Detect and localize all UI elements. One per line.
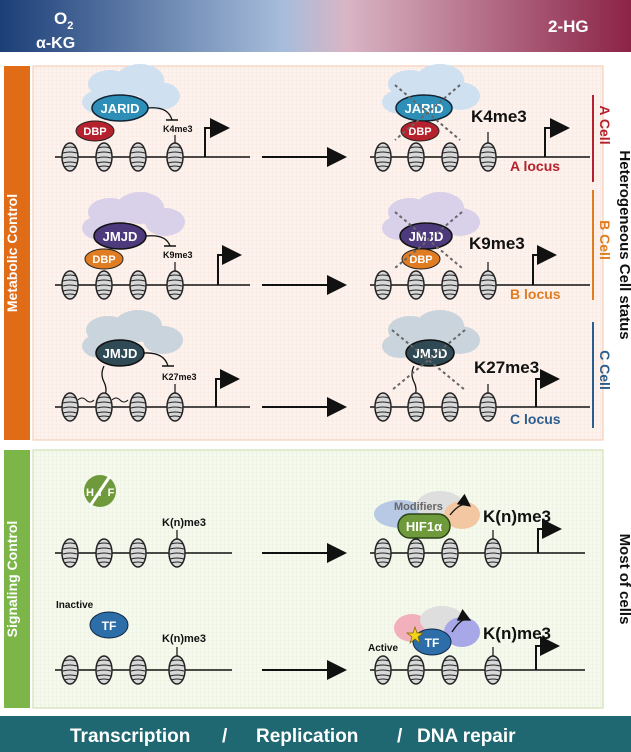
- dbp-label-right: DBP: [408, 126, 431, 138]
- inactive-label: Inactive: [56, 600, 94, 611]
- mark-small-b: K9me3: [163, 250, 193, 260]
- 2hg-label: 2-HG: [548, 17, 589, 36]
- mark-big-a: K4me3: [471, 107, 527, 126]
- cell-a: A Cell: [597, 105, 613, 144]
- mark-small-s1: K(n)me3: [162, 517, 206, 529]
- dbp-label-b: DBP: [92, 254, 115, 266]
- dbp-label-b-right: DBP: [409, 254, 432, 266]
- hif1a-label: HIF1α: [406, 519, 442, 534]
- mark-small-a: K4me3: [163, 124, 193, 134]
- metabolic-side-label: Metabolic Control: [4, 194, 20, 312]
- jmjd-label-right: JMJD: [409, 229, 444, 244]
- o2-label: O2: [54, 9, 73, 32]
- mark-big-c: K27me3: [474, 358, 539, 377]
- jmjd-label: JMJD: [103, 229, 138, 244]
- bottom-sep-2: /: [397, 726, 403, 747]
- signaling-background: [32, 449, 604, 709]
- gradient-bar: O2 α-KG 2-HG: [0, 0, 631, 52]
- bottom-item-transcription: Transcription: [70, 726, 190, 747]
- gradient-wedge: [0, 0, 631, 52]
- jmjd-label-c-right: JMJD: [413, 346, 448, 361]
- modifiers-label: Modifiers: [394, 501, 443, 513]
- heterogeneous-label: Heterogeneous Cell status: [616, 150, 631, 339]
- phospho-star-icon: [406, 625, 424, 645]
- hif-i: I: [98, 487, 101, 499]
- most-cells-label: Most of cells: [616, 534, 631, 625]
- row-b: JMJD DBP K9me3 JMJD DBP K9me3 B locus B …: [55, 190, 613, 302]
- mark-big-s1: K(n)me3: [483, 507, 551, 526]
- mark-small-c: K27me3: [162, 372, 197, 382]
- tf-label: TF: [102, 619, 117, 633]
- jarid-label: JARID: [100, 101, 139, 116]
- mark-big-s2: K(n)me3: [483, 624, 551, 643]
- tf-inactive: [89, 611, 129, 639]
- hif1a-active: [397, 513, 451, 539]
- tf-active-label: TF: [425, 636, 440, 650]
- row-c-left-cloud: [82, 310, 183, 358]
- inhibition-line: [147, 107, 173, 121]
- cell-c: C Cell: [597, 350, 613, 390]
- row-c: JMJD K27me3 JMJD K27me3 C locus C Cell: [55, 310, 613, 428]
- signal-row-2: Inactive TF K(n)me3 Active TF K(n)me3: [55, 600, 585, 685]
- locus-c: C locus: [510, 411, 561, 427]
- dbp-binder-right: [400, 120, 440, 142]
- dbp-label: DBP: [83, 126, 106, 138]
- signaling-panel: Signaling Control Most of cells: [4, 449, 631, 709]
- tss-arrow: [204, 118, 230, 157]
- locus-a: A locus: [510, 158, 560, 174]
- modifiers-blob-peach: [444, 501, 480, 529]
- bottom-item-replication: Replication: [256, 726, 358, 747]
- dbp-binder: [75, 120, 115, 142]
- bottom-bar-bg: [0, 716, 631, 752]
- dbp-binder-b: [84, 248, 124, 270]
- bottom-bar: Transcription / Replication / DNA repair: [0, 716, 631, 752]
- signaling-side-label: Signaling Control: [4, 521, 20, 638]
- metabolic-panel: Metabolic Control Heterogeneous Cell sta…: [4, 65, 631, 441]
- tf-active: [412, 628, 452, 656]
- metabolic-side-bar: [4, 66, 30, 440]
- akg-label: α-KG: [36, 35, 75, 52]
- cell-b: B Cell: [597, 220, 613, 260]
- mark-big-b: K9me3: [469, 234, 525, 253]
- metabolic-background: [32, 65, 604, 441]
- locus-b: B locus: [510, 286, 561, 302]
- signaling-side-bar: [4, 450, 30, 708]
- bottom-sep-1: /: [222, 726, 228, 747]
- jmjd-label-c: JMJD: [103, 346, 138, 361]
- coactivator-purple: [444, 617, 480, 647]
- active-label: Active: [368, 643, 398, 654]
- mark-small-s2: K(n)me3: [162, 633, 206, 645]
- row-a: JARID DBP K4me3 JARID DBP K4me3 A locus …: [55, 64, 613, 182]
- signal-row-1: H I F K(n)me3 Modifiers HIF1α K(n)me3: [55, 475, 585, 568]
- hif-h: H: [86, 487, 94, 499]
- bottom-item-dna-repair: DNA repair: [417, 726, 516, 747]
- hif-f: F: [108, 487, 115, 499]
